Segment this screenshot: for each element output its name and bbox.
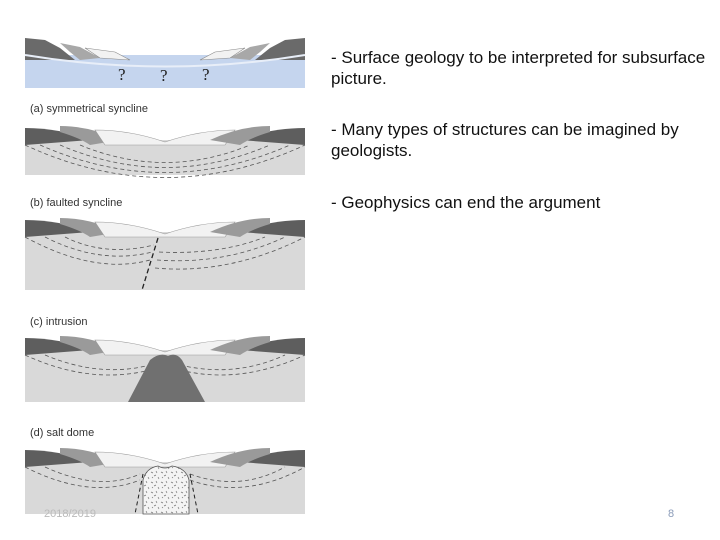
- footer-date: 2018/2019: [44, 508, 96, 520]
- bullet-geophysics: - Geophysics can end the argument: [331, 193, 601, 212]
- surface-panel: ? ? ?: [24, 38, 306, 88]
- bullet-surface-geology: - Surface geology to be interpreted for …: [331, 48, 706, 88]
- panel-c-label: (c) intrusion: [30, 316, 87, 328]
- question-mark-2: ?: [160, 66, 168, 85]
- panel-d-label: (d) salt dome: [30, 427, 94, 439]
- panel-b-faulted-syncline: [24, 218, 306, 291]
- question-mark-3: ?: [202, 65, 210, 84]
- panel-a-label: (a) symmetrical syncline: [30, 103, 148, 115]
- panel-d-salt-dome: [24, 448, 306, 515]
- panel-a-symmetrical-syncline: [24, 126, 306, 178]
- panel-c-intrusion: [24, 336, 306, 402]
- page-number: 8: [668, 508, 675, 520]
- question-mark-1: ?: [118, 65, 126, 84]
- panel-b-label: (b) faulted syncline: [30, 197, 122, 209]
- bullet-structures-imagined: - Many types of structures can be imagin…: [331, 120, 679, 160]
